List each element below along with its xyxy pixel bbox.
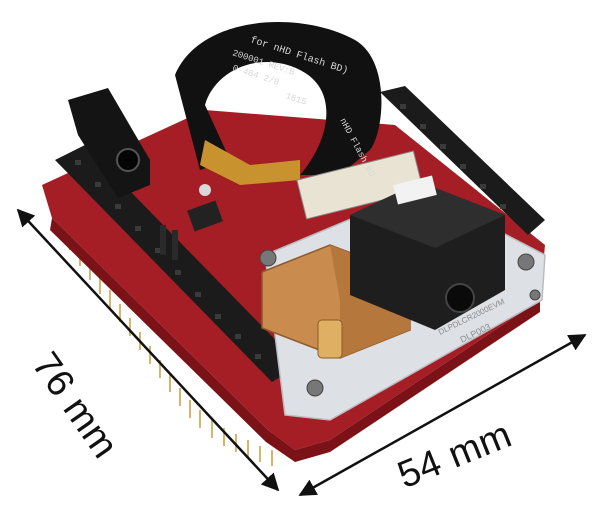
cable-print-4: 1615 <box>284 91 308 107</box>
flex-cable-gold <box>200 140 300 185</box>
lens-barrel <box>317 319 343 359</box>
component-led <box>199 184 211 196</box>
flex-ribbon-cable <box>175 22 382 176</box>
pin-jumper-2 <box>172 230 178 260</box>
fpc-connector <box>296 150 424 220</box>
header-right-holes <box>400 104 506 209</box>
module-label <box>393 175 437 205</box>
projection-lens <box>445 283 475 313</box>
module-top <box>350 182 505 248</box>
dimension-arrow-76mm <box>16 208 280 492</box>
jack-opening <box>116 148 140 172</box>
dimension-arrow-54mm <box>298 333 587 497</box>
pin-jumper <box>160 225 166 255</box>
header-right <box>380 86 545 235</box>
